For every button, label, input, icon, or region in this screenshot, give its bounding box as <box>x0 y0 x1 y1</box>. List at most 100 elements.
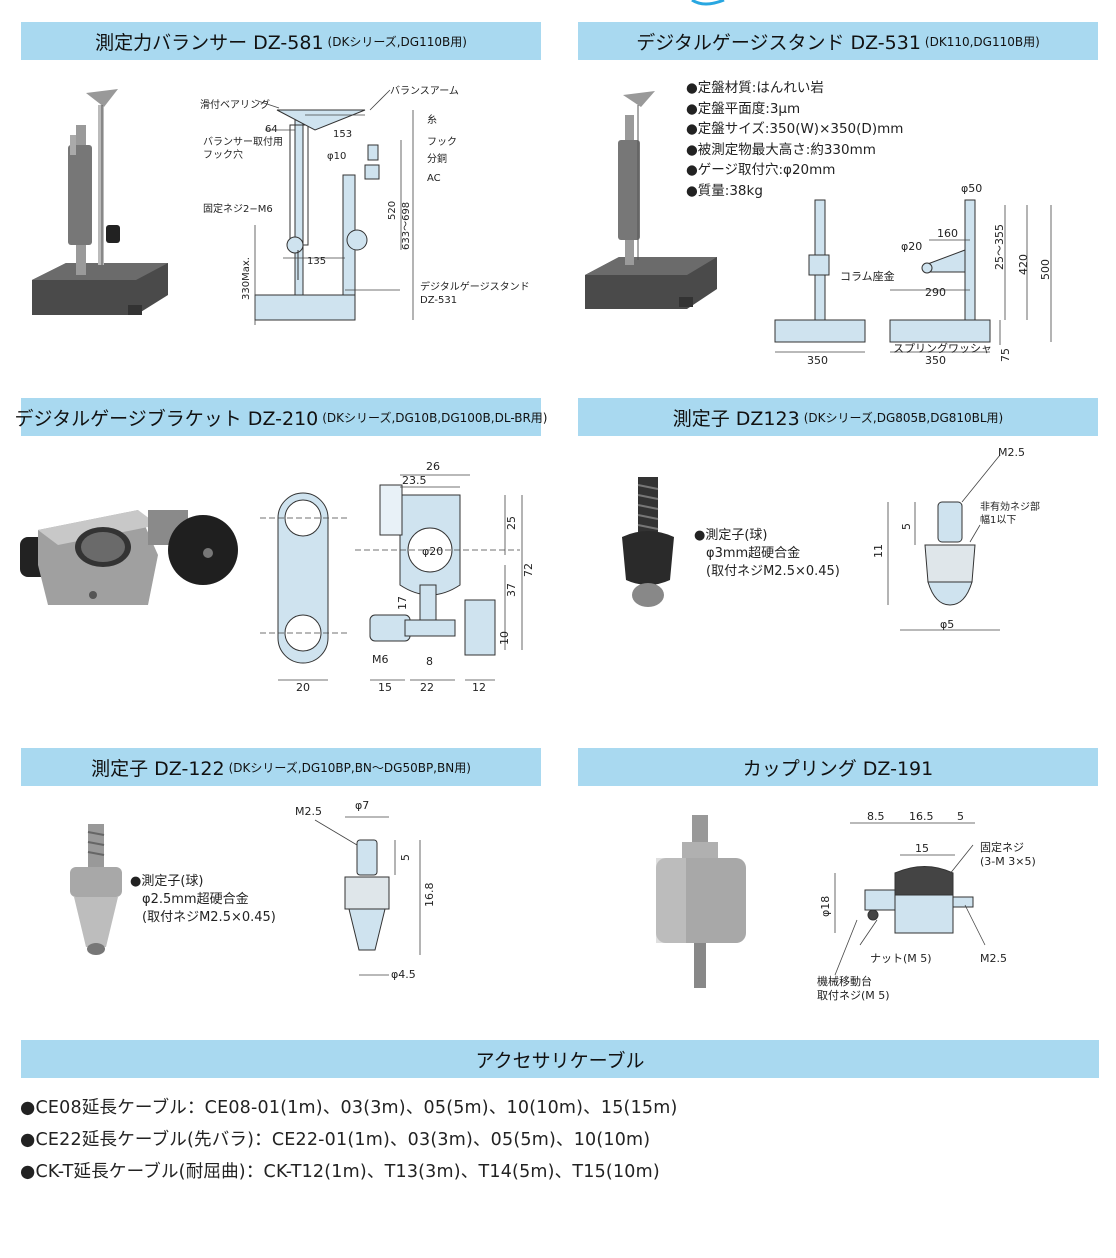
balancer-label-11: 固定ネジ2−M6 <box>203 202 273 215</box>
coupling-label-5: (3-M 3×5) <box>980 855 1036 868</box>
probe122-photo <box>70 824 122 955</box>
bracket-subtitle: (DKシリーズ,DG10B,DG100B,DL-BR用) <box>322 410 548 425</box>
bracket-label-4: 72 <box>522 563 535 577</box>
coupling-title: カップリング DZ-191 <box>742 757 934 780</box>
stand-label-3: 25〜355 <box>993 224 1006 270</box>
stand-label-9: 350 <box>807 354 828 367</box>
probe122-label-0: M2.5 <box>295 805 322 818</box>
bracket-title: デジタルゲージブラケット DZ-210 <box>14 407 319 430</box>
stand-header: デジタルゲージスタンド DZ-531(DK110,DG110B用) <box>578 22 1098 60</box>
stand-label-5: 500 <box>1039 259 1052 280</box>
balancer-label-4: 糸 <box>427 114 437 126</box>
balancer-label-6: フック穴 <box>203 148 243 161</box>
stand-label-11: 75 <box>999 348 1012 362</box>
stand-drawing: φ50 φ20 160 25〜355 420 500 コラム座金 290 スプリ… <box>774 182 1052 367</box>
balancer-label-16: デジタルゲージスタンド <box>420 280 530 293</box>
bracket-photo <box>20 510 238 605</box>
bracket-label-7: 10 <box>498 631 511 645</box>
coupling-label-2: 5 <box>957 810 964 823</box>
probe122-note-1: φ2.5mm超硬合金 <box>142 892 249 907</box>
probe122-label-2: 5 <box>399 854 412 861</box>
probe123-label-2: 幅1以下 <box>980 513 1016 526</box>
balancer-title: 測定力バランサー DZ-581 <box>95 31 324 54</box>
stand-label-10: 350 <box>925 354 946 367</box>
coupling-label-1: 16.5 <box>909 810 934 823</box>
stand-label-2: 160 <box>937 227 958 240</box>
probe122-subtitle: (DKシリーズ,DG10BP,BN〜DG50BP,BN用) <box>228 760 471 775</box>
balancer-label-0: 滑付ベアリング <box>200 98 270 111</box>
bracket-label-11: 15 <box>378 681 392 694</box>
balancer-label-3: 153 <box>333 129 352 140</box>
coupling-label-6: φ18 <box>819 896 832 917</box>
probe123-label-5: φ5 <box>940 618 954 631</box>
probe122-note-2: (取付ネジM2.5×0.45) <box>142 910 276 925</box>
cables-header: アクセサリケーブル <box>21 1040 1099 1078</box>
cable-item-ce08: ●CE08延長ケーブル：CE08-01(1m)、03(3m)、05(5m)、10… <box>20 1098 678 1118</box>
probe122-label-4: φ4.5 <box>391 968 416 981</box>
bracket-header: デジタルゲージブラケット DZ-210(DKシリーズ,DG10B,DG100B,… <box>15 398 547 436</box>
balancer-drawing: 滑付ベアリング バランスアーム 64 153 糸 バランサー取付用 フック穴 フ… <box>200 85 530 325</box>
bracket-label-8: M6 <box>372 653 389 666</box>
stand-spec-5: ●質量:38kg <box>686 182 763 199</box>
balancer-label-14: 135 <box>307 256 326 267</box>
coupling-drawing: 8.5 16.5 5 15 固定ネジ (3-M 3×5) φ18 ナット(M 5… <box>817 810 1036 1002</box>
probe122-header: 測定子 DZ-122(DKシリーズ,DG10BP,BN〜DG50BP,BN用) <box>21 748 541 786</box>
probe122-label-3: 16.8 <box>423 883 436 908</box>
stand-spec-3: ●被測定物最大高さ:約330mm <box>686 141 876 158</box>
balancer-header: 測定力バランサー DZ-581(DKシリーズ,DG110B用) <box>21 22 541 60</box>
stand-spec-2: ●定盤サイズ:350(W)×350(D)mm <box>686 121 904 137</box>
stand-label-6: コラム座金 <box>840 269 895 283</box>
probe123-label-1: 非有効ネジ部 <box>980 500 1040 513</box>
cables-title: アクセサリケーブル <box>475 1049 645 1072</box>
probe123-header: 測定子 DZ123(DKシリーズ,DG805B,DG810BL用) <box>578 398 1098 436</box>
stand-spec-0: ●定盤材質:はんれい岩 <box>686 80 824 96</box>
bracket-drawing: 26 23.5 25 φ20 72 37 17 10 M6 8 20 15 22… <box>260 460 535 694</box>
probe123-label-4: 11 <box>872 544 885 558</box>
coupling-photo <box>656 815 746 988</box>
coupling-label-9: 機械移動台 <box>817 974 872 988</box>
bracket-label-2: 25 <box>505 516 518 530</box>
bracket-label-5: 37 <box>505 583 518 597</box>
stand-spec-4: ●ゲージ取付穴:φ20mm <box>686 162 836 178</box>
stand-specs: ●定盤材質:はんれい岩 ●定盤平面度:3μm ●定盤サイズ:350(W)×350… <box>686 78 903 201</box>
probe122-drawing: M2.5 φ7 5 16.8 φ4.5 <box>295 799 436 981</box>
coupling-label-8: M2.5 <box>980 952 1007 965</box>
balancer-label-13: 633〜698 <box>401 202 412 250</box>
stand-spec-1: ●定盤平面度:3μm <box>686 100 801 117</box>
bracket-label-3: φ20 <box>422 545 443 558</box>
probe122-label-1: φ7 <box>355 799 369 812</box>
coupling-label-10: 取付ネジ(M 5) <box>817 989 890 1002</box>
bracket-label-1: 23.5 <box>402 474 427 487</box>
stand-label-1: φ20 <box>901 240 922 253</box>
balancer-label-5: バランサー取付用 <box>203 135 283 148</box>
cable-item-ckt: ●CK-T延長ケーブル(耐屈曲)：CK-T12(1m)、T13(3m)、T14(… <box>20 1162 660 1182</box>
cable-item-ce22: ●CE22延長ケーブル(先バラ)：CE22-01(1m)、03(3m)、05(5… <box>20 1130 651 1150</box>
coupling-label-4: 固定ネジ <box>980 840 1024 854</box>
stand-label-8: スプリングワッシャ <box>893 341 992 355</box>
bracket-label-0: 26 <box>426 460 440 473</box>
probe123-label-3: 5 <box>900 523 913 530</box>
probe122-note: ●測定子(球) φ2.5mm超硬合金 (取付ネジM2.5×0.45) <box>130 873 276 927</box>
coupling-header: カップリング DZ-191 <box>578 748 1098 786</box>
probe123-note-2: (取付ネジM2.5×0.45) <box>706 564 840 579</box>
coupling-label-0: 8.5 <box>867 810 885 823</box>
balancer-label-1: バランスアーム <box>390 85 459 97</box>
balancer-label-12: 520 <box>387 201 398 220</box>
probe123-note-1: φ3mm超硬合金 <box>706 546 801 561</box>
probe123-note-0: ●測定子(球) <box>694 528 768 543</box>
coupling-label-7: ナット(M 5) <box>870 952 932 965</box>
probe123-note: ●測定子(球) φ3mm超硬合金 (取付ネジM2.5×0.45) <box>694 527 840 581</box>
bracket-label-6: 17 <box>396 596 409 610</box>
balancer-label-8: φ10 <box>327 151 346 162</box>
probe122-title: 測定子 DZ-122 <box>91 757 225 780</box>
balancer-label-10: AC <box>427 173 441 184</box>
probe123-label-0: M2.5 <box>998 446 1025 459</box>
balancer-label-2: 64 <box>265 124 278 135</box>
balancer-photo <box>32 89 168 315</box>
stand-photo <box>585 91 717 309</box>
stand-label-0: φ50 <box>961 182 982 195</box>
balancer-subtitle: (DKシリーズ,DG110B用) <box>327 34 467 49</box>
balancer-label-17: DZ-531 <box>420 295 457 306</box>
balancer-label-7: フック <box>427 136 457 148</box>
probe123-photo <box>622 477 674 607</box>
